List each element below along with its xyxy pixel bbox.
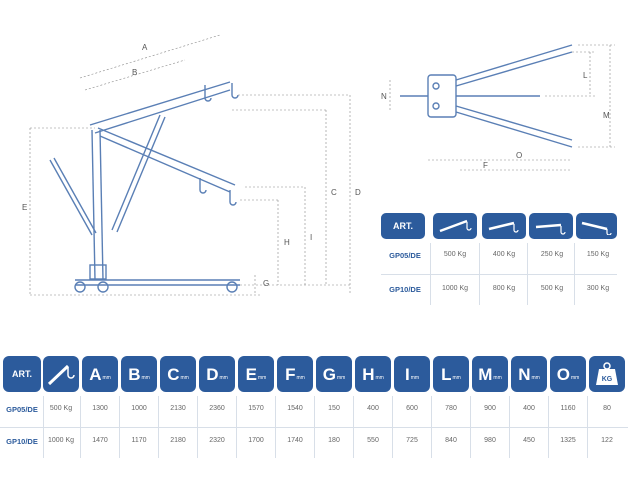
dim-label-l: L xyxy=(583,71,588,80)
dim-label-f: F xyxy=(483,161,488,170)
cell-c: 2130 xyxy=(170,405,186,412)
cell-h: 400 xyxy=(367,405,379,412)
capacity-value: 800 Kg xyxy=(492,285,516,292)
model-label: GP10/DE xyxy=(6,437,38,446)
svg-text:KG: KG xyxy=(602,376,613,383)
model-label: GP10/DE xyxy=(389,285,421,294)
capacity-value: 400 Kg xyxy=(492,251,516,258)
cell-b: 1000 xyxy=(131,405,147,412)
capacity-value: 250 Kg xyxy=(540,251,564,258)
cell-f: 1740 xyxy=(287,437,303,444)
cell-f: 1540 xyxy=(287,405,303,412)
cell-m: 980 xyxy=(484,437,496,444)
cell-c: 2180 xyxy=(170,437,186,444)
cell-i: 725 xyxy=(406,437,418,444)
model-label: GP05/DE xyxy=(389,251,421,260)
capacity-value: 150 Kg xyxy=(586,251,610,258)
dim-label-o: O xyxy=(516,151,522,160)
cell-d: 2360 xyxy=(209,405,225,412)
col-header-weight: KG xyxy=(589,356,625,392)
model-label: GP05/DE xyxy=(6,405,38,414)
boom-position-3-header xyxy=(529,213,573,239)
cell-l: 780 xyxy=(445,405,457,412)
boom-position-1-header xyxy=(433,213,477,239)
capacity-row: GP05/DE 500 Kg 400 Kg 250 Kg 150 Kg xyxy=(381,243,617,275)
boom-hook-icon xyxy=(47,364,75,386)
capacity-value: 1000 Kg xyxy=(47,437,75,444)
cell-d: 2320 xyxy=(209,437,225,444)
cell-h: 550 xyxy=(367,437,379,444)
cell-g: 150 xyxy=(328,405,340,412)
crane-drawing: A B E G H I C D N L M O F xyxy=(22,34,615,296)
cell-b: 1170 xyxy=(131,437,147,444)
dim-label-a: A xyxy=(142,43,148,52)
dim-label-i: I xyxy=(310,233,312,242)
boom-position-4-icon xyxy=(581,221,612,235)
dim-label-m: M xyxy=(603,111,610,120)
capacity-header xyxy=(43,356,79,392)
cell-l: 840 xyxy=(445,437,457,444)
boom-position-2-header xyxy=(482,213,526,239)
dim-label-b: B xyxy=(132,68,137,77)
cell-n: 450 xyxy=(523,437,535,444)
cell-e: 1570 xyxy=(248,405,264,412)
side-view-dimensions xyxy=(29,34,351,296)
cell-a: 1300 xyxy=(92,405,108,412)
cell-o: 1160 xyxy=(560,405,576,412)
dim-label-e: E xyxy=(22,203,27,212)
side-view-crane xyxy=(49,81,240,293)
cell-m: 900 xyxy=(484,405,496,412)
cell-g: 180 xyxy=(328,437,340,444)
capacity-value: 1000 Kg xyxy=(441,285,469,292)
boom-position-1-icon xyxy=(439,219,472,233)
dim-label-h: H xyxy=(284,238,290,247)
cell-a: 1470 xyxy=(92,437,108,444)
cell-o: 1325 xyxy=(560,437,576,444)
top-view-dimension-labels: N L M O F xyxy=(381,71,610,170)
dim-label-d: D xyxy=(355,188,361,197)
weight-icon: KG xyxy=(596,362,618,385)
dim-label-n: N xyxy=(381,92,387,101)
capacity-value: 300 Kg xyxy=(586,285,610,292)
cell-weight: 122 xyxy=(601,437,613,444)
capacity-row: GP10/DE 1000 Kg 800 Kg 500 Kg 300 Kg xyxy=(381,277,617,309)
dim-label-c: C xyxy=(331,188,337,197)
cell-weight: 80 xyxy=(603,405,611,412)
cell-n: 400 xyxy=(523,405,535,412)
top-view-crane xyxy=(400,44,573,148)
dim-label-g: G xyxy=(263,279,269,288)
top-view-dimensions xyxy=(389,44,615,171)
boom-position-3-icon xyxy=(535,223,566,235)
cell-i: 600 xyxy=(406,405,418,412)
boom-position-4-header xyxy=(576,213,617,239)
capacity-value: 500 Kg xyxy=(540,285,564,292)
art-header: ART. xyxy=(381,213,425,239)
boom-position-2-icon xyxy=(488,221,519,233)
art-header: ART. xyxy=(3,356,41,392)
capacity-value: 500 Kg xyxy=(49,405,73,412)
cell-e: 1700 xyxy=(248,437,264,444)
capacity-value: 500 Kg xyxy=(443,251,467,258)
side-view-dimension-labels: A B E G H I C D xyxy=(22,43,361,288)
